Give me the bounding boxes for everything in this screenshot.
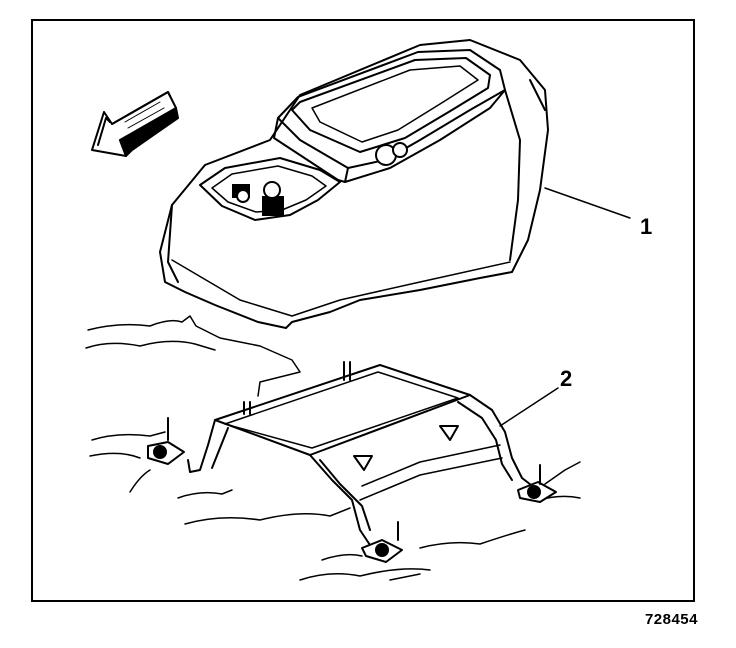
figure-frame [31,19,695,602]
figure-id: 728454 [644,611,698,628]
leader-line-2 [499,387,559,427]
console-bracket [147,361,557,563]
leader-line-1 [544,187,631,219]
callout-2: 2 [560,366,572,391]
floor-carpet-outline [85,315,581,581]
console-assembly [159,39,549,329]
callout-1: 1 [640,214,652,239]
forward-direction-arrow-icon [91,91,179,157]
